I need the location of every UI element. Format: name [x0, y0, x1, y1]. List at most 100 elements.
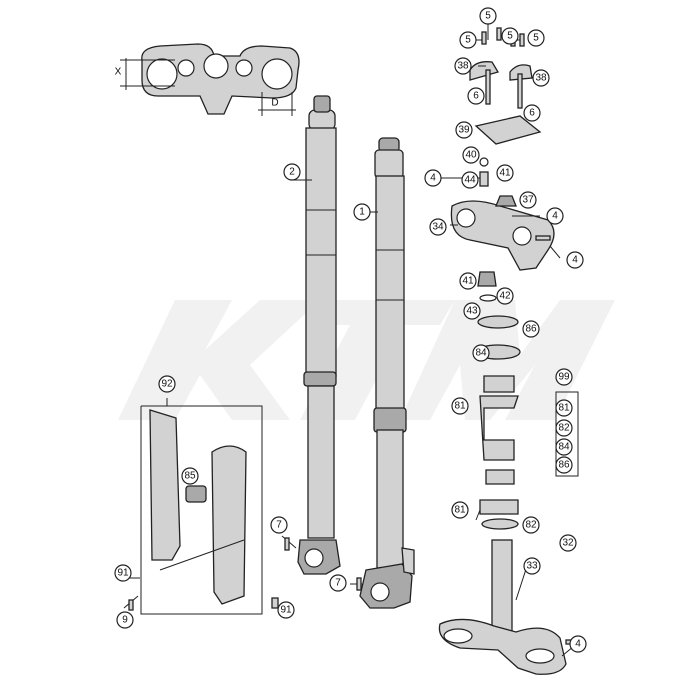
callout-number: 9 [122, 615, 128, 626]
callout-number: 5 [485, 11, 491, 22]
callout-circle [467, 87, 485, 105]
callout-circle [459, 272, 477, 290]
callout-circle [555, 456, 573, 474]
steering-bearing-stack [475, 271, 521, 530]
callout-number: 34 [432, 222, 444, 233]
callout-number: 32 [562, 538, 574, 549]
handlebar-clamp-assembly [450, 61, 555, 271]
callout-5: 5 [501, 27, 519, 45]
callout-circle [555, 368, 573, 386]
callout-circle [158, 375, 176, 393]
callout-number: 91 [280, 605, 292, 616]
callout-circle [566, 251, 584, 269]
callout-circle [569, 635, 587, 653]
callout-4: 4 [546, 207, 564, 225]
callout-7: 7 [329, 574, 347, 592]
callout-circle [555, 438, 573, 456]
callout-number: 33 [526, 561, 538, 572]
callout-2: 2 [283, 163, 301, 181]
callout-circle [472, 344, 490, 362]
callout-6: 6 [467, 87, 485, 105]
fork-leg-left [297, 95, 341, 575]
callout-number: 82 [558, 423, 570, 434]
callout-number: 4 [430, 173, 436, 184]
callout-number: 82 [525, 520, 537, 531]
callout-circle [459, 31, 477, 49]
callout-82: 82 [555, 419, 573, 437]
callout-circle [181, 467, 199, 485]
callout-39: 39 [455, 121, 473, 139]
callout-44: 44 [461, 171, 479, 189]
callout-circle [496, 287, 514, 305]
callout-circle [555, 419, 573, 437]
callout-33: 33 [523, 557, 541, 575]
callout-number: 38 [535, 73, 547, 84]
bearing-kit-box [555, 391, 579, 477]
callout-40: 40 [462, 146, 480, 164]
callout-circle [424, 169, 442, 187]
callout-number: 38 [457, 61, 469, 72]
callout-84: 84 [555, 438, 573, 456]
callout-5: 5 [527, 29, 545, 47]
callout-circle [463, 302, 481, 320]
callout-5: 5 [479, 7, 497, 25]
callout-38: 38 [532, 69, 550, 87]
callout-circle [454, 57, 472, 75]
callout-41: 41 [459, 272, 477, 290]
callout-4: 4 [566, 251, 584, 269]
callout-1: 1 [353, 203, 371, 221]
triple-clamp-dimension-sketch [120, 43, 300, 116]
callout-6: 6 [523, 104, 541, 122]
ktm-watermark-logo [118, 300, 615, 420]
dimension-x-label: X [115, 67, 122, 78]
callout-circle [532, 69, 550, 87]
callout-86: 86 [555, 456, 573, 474]
callout-number: 41 [462, 276, 474, 287]
callout-number: 5 [507, 31, 513, 42]
callout-circle [555, 399, 573, 417]
callout-number: 1 [359, 207, 365, 218]
callout-number: 5 [533, 33, 539, 44]
callout-circle [522, 516, 540, 534]
dimension-d-label: D [271, 98, 278, 109]
callout-circle [496, 164, 514, 182]
callout-34: 34 [429, 218, 447, 236]
callout-number: 2 [289, 167, 295, 178]
callout-number: 99 [558, 372, 570, 383]
callout-circle [501, 27, 519, 45]
callout-circle [114, 564, 132, 582]
callout-circle [329, 574, 347, 592]
callout-4: 4 [569, 635, 587, 653]
callout-number: 81 [558, 403, 570, 414]
callout-circle [451, 501, 469, 519]
callout-circle [559, 534, 577, 552]
callout-circle [523, 557, 541, 575]
callout-number: 6 [473, 91, 479, 102]
callout-circle [523, 104, 541, 122]
callout-circle [546, 207, 564, 225]
callout-82: 82 [522, 516, 540, 534]
callout-81: 81 [451, 397, 469, 415]
callout-number: 4 [575, 639, 581, 650]
callout-number: 85 [184, 471, 196, 482]
callout-number: 7 [276, 520, 282, 531]
callout-42: 42 [496, 287, 514, 305]
callout-91: 91 [114, 564, 132, 582]
callout-7: 7 [270, 516, 288, 534]
callout-number: 4 [572, 255, 578, 266]
callout-number: 92 [161, 379, 173, 390]
callout-number: 81 [454, 505, 466, 516]
callout-number: 84 [558, 442, 570, 453]
callout-circle [461, 171, 479, 189]
callout-number: 91 [117, 568, 129, 579]
callout-circle [277, 601, 295, 619]
callout-32: 32 [559, 534, 577, 552]
callout-number: 40 [465, 150, 477, 161]
callout-4: 4 [424, 169, 442, 187]
callout-85: 85 [181, 467, 199, 485]
callout-number: 84 [475, 348, 487, 359]
callout-92: 92 [158, 375, 176, 393]
callout-9: 9 [116, 611, 134, 629]
